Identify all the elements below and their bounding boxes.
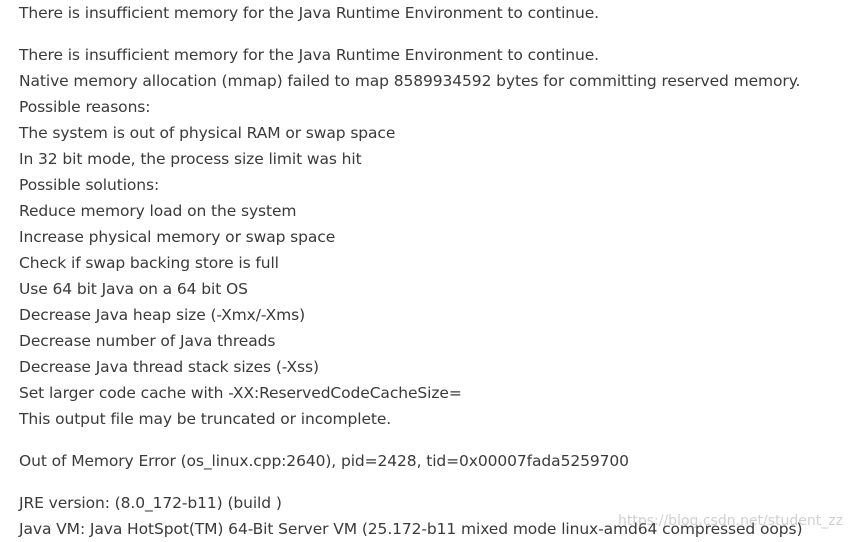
detail-line: Possible reasons: [19,98,151,116]
detail-line: Possible solutions: [19,176,160,194]
watermark: https://blog.csdn.net/student_zz [618,513,843,529]
details-block: There is insufficient memory for the Jav… [19,42,839,432]
detail-line: Set larger code cache with -XX:ReservedC… [19,384,462,402]
detail-line: In 32 bit mode, the process size limit w… [19,150,362,168]
detail-line: The system is out of physical RAM or swa… [19,124,396,142]
detail-line: Check if swap backing store is full [19,254,279,272]
jre-version-line: JRE version: (8.0_172-b11) (build ) [19,494,282,512]
detail-line: There is insufficient memory for the Jav… [19,46,600,64]
detail-line: Decrease number of Java threads [19,332,276,350]
oom-block: Out of Memory Error (os_linux.cpp:2640),… [19,448,839,474]
java-vm-line: Java VM: Java HotSpot(TM) 64-Bit Server … [19,520,803,538]
detail-line: Native memory allocation (mmap) failed t… [19,72,801,90]
detail-line: Decrease Java heap size (-Xmx/-Xms) [19,306,306,324]
detail-line: Use 64 bit Java on a 64 bit OS [19,280,248,298]
jre-block: JRE version: (8.0_172-b11) (build ) Java… [19,490,839,542]
title-line: There is insufficient memory for the Jav… [19,4,600,22]
oom-line: Out of Memory Error (os_linux.cpp:2640),… [19,452,629,470]
detail-line: Decrease Java thread stack sizes (-Xss) [19,358,319,376]
detail-line: Increase physical memory or swap space [19,228,336,246]
title-block: There is insufficient memory for the Jav… [19,0,839,26]
error-log-document: There is insufficient memory for the Jav… [19,0,839,542]
detail-line: This output file may be truncated or inc… [19,410,392,428]
detail-line: Reduce memory load on the system [19,202,297,220]
